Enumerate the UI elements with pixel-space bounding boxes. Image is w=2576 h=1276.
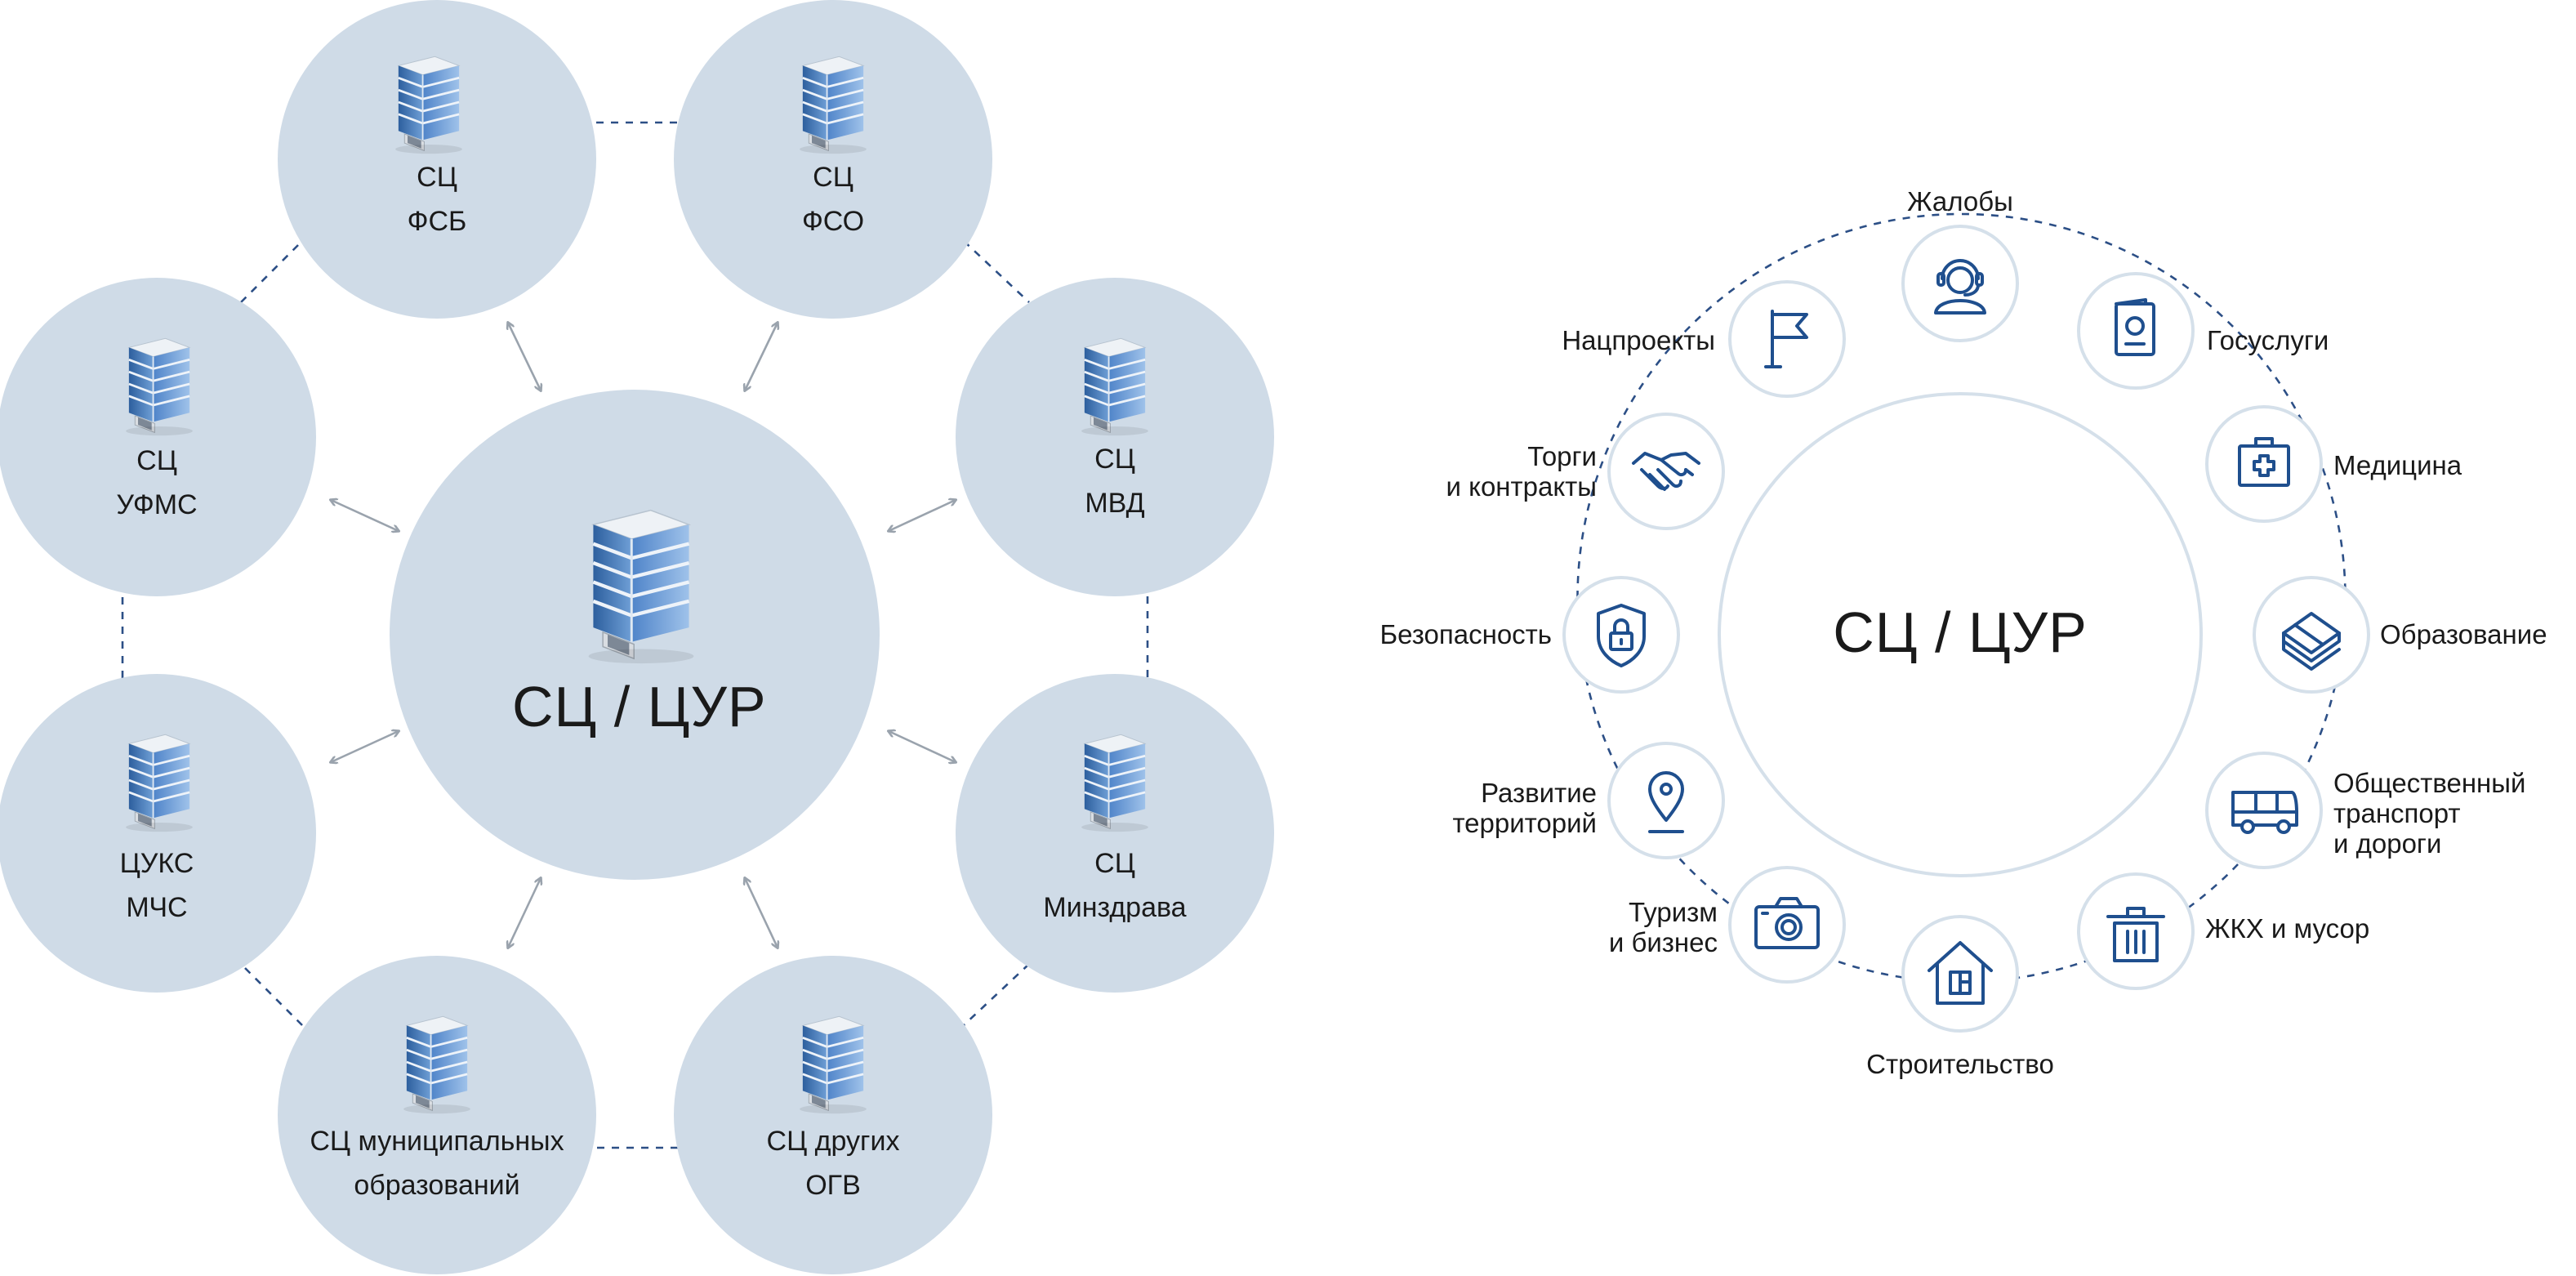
category-label-line: Общественный — [2333, 768, 2526, 798]
category-label-housing: ЖКХ и мусор — [2205, 913, 2369, 944]
node-minzdrav-circle — [956, 674, 1274, 993]
node-ogv-circle — [674, 956, 992, 1274]
node-ufms-circle — [0, 278, 316, 596]
node-fsb-line1: СЦ — [417, 162, 457, 193]
node-minzdrav-line1: СЦ — [1094, 848, 1135, 879]
books-stack-icon — [2282, 612, 2341, 671]
node-mchs-label: ЦУКС МЧС — [75, 841, 238, 930]
node-municipal-label: СЦ муниципальных образований — [286, 1119, 588, 1207]
map-pin-icon — [1648, 771, 1684, 833]
category-label-line: Безопасность — [1379, 619, 1552, 649]
right-center-circle — [1718, 392, 2203, 877]
category-label-line: Образование — [2380, 619, 2547, 649]
right-center-title: СЦ / ЦУР — [1833, 600, 2088, 664]
node-fso-line1: СЦ — [813, 162, 853, 193]
category-label-security: Безопасность — [1307, 619, 1552, 649]
category-label-natprojects: Нацпроекты — [1470, 325, 1715, 355]
category-label-tenders: Торги и контракты — [1348, 441, 1597, 502]
category-label-complaints: Жалобы — [1870, 186, 2050, 216]
house-icon — [1928, 941, 1993, 1005]
passport-icon — [2115, 298, 2155, 356]
category-circle-territory — [1607, 742, 1725, 859]
bus-icon — [2231, 791, 2298, 834]
bidirectional-arrows — [331, 323, 956, 948]
node-fsb-circle — [278, 0, 596, 319]
category-circle-medicine — [2205, 405, 2323, 523]
category-label-line: ЖКХ и мусор — [2205, 913, 2370, 944]
node-municipal-circle — [278, 956, 596, 1274]
first-aid-kit-icon — [2238, 437, 2290, 487]
flag-icon — [1764, 310, 1808, 368]
category-label-line: транспорт — [2333, 798, 2461, 828]
handshake-icon — [1632, 452, 1700, 491]
building-icons — [124, 55, 1150, 1115]
node-ogv-label: СЦ других ОГВ — [727, 1119, 939, 1207]
category-label-line: Госуслуги — [2207, 325, 2329, 355]
category-label-territory: Развитие территорий — [1388, 778, 1597, 838]
category-label-line: Медицина — [2333, 450, 2462, 480]
category-label-transport: Общественный транспорт и дороги — [2333, 768, 2525, 859]
category-label-line: Нацпроекты — [1562, 325, 1715, 355]
category-ring-connector — [1576, 212, 2346, 984]
category-circle-tenders — [1607, 413, 1725, 530]
node-ogv-line2: ОГВ — [805, 1170, 861, 1201]
node-fso-label: СЦ ФСО — [751, 155, 915, 243]
category-label-line: Торги — [1527, 441, 1597, 471]
right-diagram — [1562, 212, 2370, 1033]
node-fso-line2: ФСО — [801, 206, 865, 237]
node-mchs-line2: МЧС — [126, 892, 188, 923]
category-label-construction: Строительство — [1838, 1049, 2083, 1079]
headset-operator-icon — [1934, 259, 1986, 315]
node-mvd-line2: МВД — [1085, 488, 1145, 519]
category-circle-tourism — [1728, 866, 1846, 984]
category-label-line: Туризм — [1628, 897, 1718, 927]
category-circle-gosuslugi — [2077, 272, 2195, 390]
category-label-line: Развитие — [1481, 778, 1597, 808]
node-minzdrav-label: СЦ Минздрава — [992, 841, 1237, 930]
shield-lock-icon — [1597, 604, 1646, 667]
satellite-connectors — [121, 121, 1149, 1149]
category-label-line: и бизнес — [1608, 927, 1718, 957]
trash-bin-icon — [2106, 907, 2165, 962]
node-fsb-label: СЦ ФСБ — [355, 155, 519, 243]
node-minzdrav-line2: Минздрава — [1043, 892, 1187, 923]
category-label-medicine: Медицина — [2333, 450, 2462, 480]
node-mchs-circle — [0, 674, 316, 993]
node-fso-circle — [674, 0, 992, 319]
category-label-line: Жалобы — [1907, 186, 2013, 216]
category-label-line: территорий — [1452, 808, 1597, 838]
category-label-line: и дороги — [2333, 828, 2442, 859]
category-label-line: Строительство — [1866, 1049, 2054, 1079]
left-center-title: СЦ / ЦУР — [512, 675, 767, 738]
node-ufms-line2: УФМС — [116, 489, 198, 520]
node-mvd-circle — [956, 278, 1274, 596]
node-mchs-line1: ЦУКС — [119, 848, 194, 879]
camera-icon — [1754, 897, 1820, 949]
node-ufms-label: СЦ УФМС — [75, 439, 238, 527]
node-mvd-label: СЦ МВД — [1033, 437, 1197, 525]
category-label-tourism: Туризм и бизнес — [1552, 897, 1718, 957]
category-circle-complaints — [1901, 225, 2019, 342]
node-mvd-line1: СЦ — [1094, 444, 1135, 475]
category-label-line: и контракты — [1446, 471, 1597, 502]
node-municipal-line2: образований — [354, 1170, 520, 1201]
node-fsb-line2: ФСБ — [407, 206, 467, 237]
category-label-education: Образование — [2380, 619, 2547, 649]
node-ufms-line1: СЦ — [136, 445, 177, 476]
node-municipal-line1: СЦ муниципальных — [310, 1126, 564, 1157]
category-label-gosuslugi: Госуслуги — [2207, 325, 2329, 355]
node-ogv-line1: СЦ других — [766, 1126, 900, 1157]
